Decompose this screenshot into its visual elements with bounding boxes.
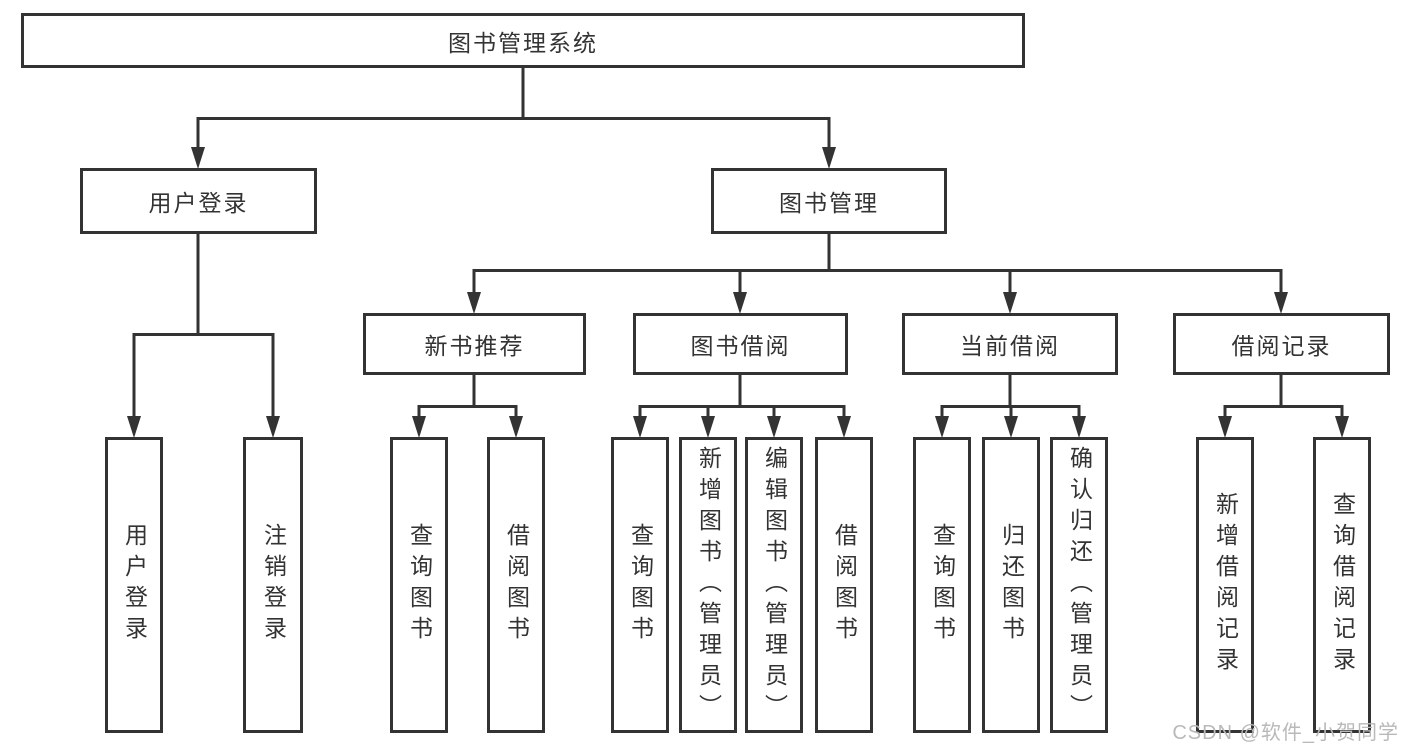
leaf-query-books-2-label: 查询图书 (627, 523, 654, 647)
node-book-borrow: 图书借阅 (633, 313, 848, 375)
node-book-management: 图书管理 (711, 168, 947, 234)
arrowheads (127, 147, 1349, 438)
node-new-book-recommend: 新书推荐 (363, 313, 586, 375)
leaf-query-books-3: 查询图书 (913, 437, 971, 733)
leaf-query-books-1: 查询图书 (390, 437, 448, 733)
leaf-borrow-books-1-label: 借阅图书 (503, 523, 530, 647)
node-root-label: 图书管理系统 (448, 29, 598, 56)
node-book-borrow-label: 图书借阅 (690, 333, 791, 359)
leaf-borrow-books-1: 借阅图书 (487, 437, 545, 733)
leaf-confirm-return-admin: 确认归还（管理员） (1050, 437, 1108, 733)
node-current-borrow-label: 当前借阅 (960, 333, 1060, 359)
leaf-user-login-label: 用户登录 (121, 523, 148, 647)
leaf-return-books-label: 归还图书 (998, 523, 1025, 647)
leaf-query-books-3-label: 查询图书 (929, 523, 956, 647)
leaf-borrow-books-2-label: 借阅图书 (831, 523, 858, 647)
leaf-add-borrow-record: 新增借阅记录 (1196, 437, 1254, 733)
leaf-query-borrow-record: 查询借阅记录 (1313, 437, 1371, 733)
leaf-return-books: 归还图书 (982, 437, 1040, 733)
leaf-edit-books-admin: 编辑图书（管理员） (745, 437, 803, 733)
node-root: 图书管理系统 (21, 13, 1025, 68)
node-book-management-label: 图书管理 (779, 190, 879, 216)
leaf-logout: 注销登录 (243, 437, 303, 733)
leaf-edit-books-admin-label: 编辑图书（管理员） (761, 445, 788, 725)
node-new-book-recommend-label: 新书推荐 (424, 333, 525, 359)
leaf-query-borrow-record-label: 查询借阅记录 (1329, 492, 1356, 678)
leaf-borrow-books-2: 借阅图书 (815, 437, 873, 733)
node-user-login-label: 用户登录 (148, 190, 249, 216)
leaf-query-books-1-label: 查询图书 (406, 523, 433, 647)
leaf-add-books-admin-label: 新增图书（管理员） (695, 445, 722, 725)
csdn-watermark: CSDN @软件_小贺同学 (1172, 722, 1399, 744)
leaf-add-borrow-record-label: 新增借阅记录 (1212, 492, 1239, 678)
node-current-borrow: 当前借阅 (902, 313, 1118, 375)
leaf-add-books-admin: 新增图书（管理员） (679, 437, 737, 733)
leaf-user-login: 用户登录 (105, 437, 163, 733)
leaf-confirm-return-admin-label: 确认归还（管理员） (1066, 445, 1093, 725)
leaf-query-books-2: 查询图书 (611, 437, 669, 733)
node-borrow-records-label: 借阅记录 (1231, 333, 1332, 359)
leaf-logout-label: 注销登录 (260, 523, 287, 647)
node-user-login: 用户登录 (80, 168, 317, 234)
node-borrow-records: 借阅记录 (1173, 313, 1390, 375)
